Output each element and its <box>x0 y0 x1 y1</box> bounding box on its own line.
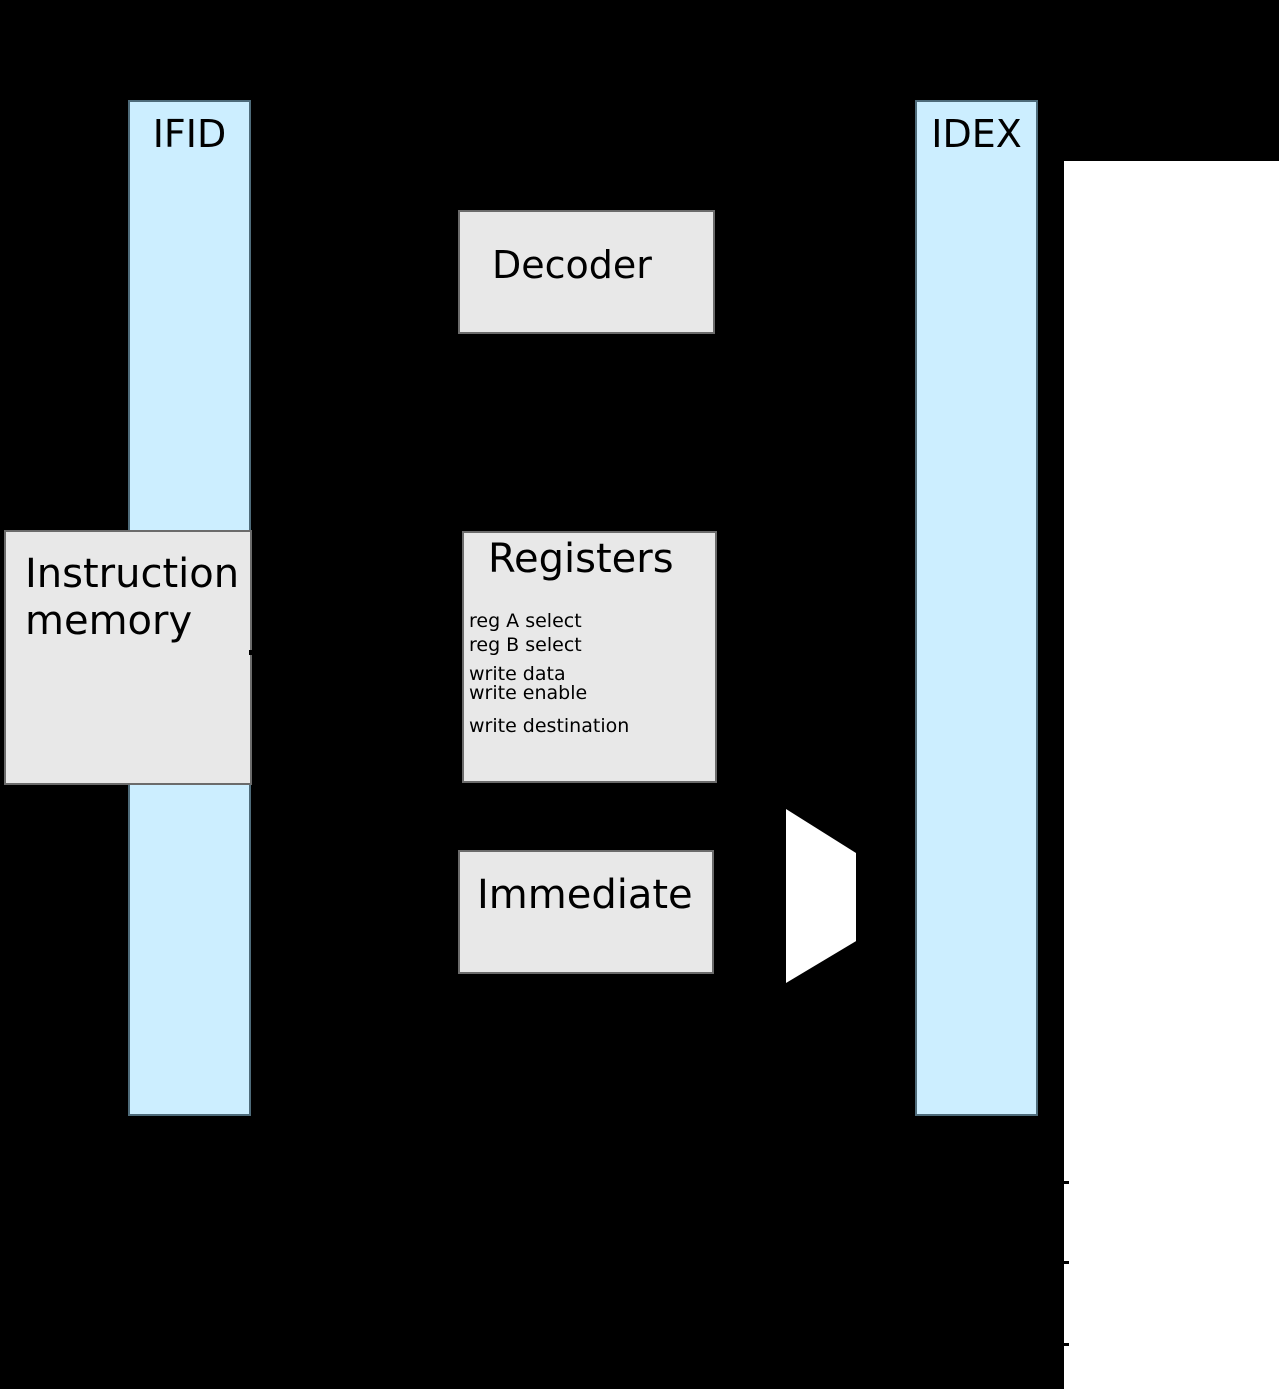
decoder-label: Decoder <box>492 243 652 287</box>
immediate-label: Immediate <box>477 872 693 918</box>
wire-stub <box>1064 1343 1069 1346</box>
right-white-panel <box>1064 161 1279 1389</box>
registers-label: Registers <box>488 536 674 582</box>
instruction-memory-block: Instruction memory <box>4 530 252 785</box>
port-label-write-data: write data <box>469 663 566 685</box>
port-label-reg-b-select: reg B select <box>469 634 582 656</box>
instruction-memory-label: Instruction memory <box>25 551 240 645</box>
idex-label: IDEX <box>931 112 1022 156</box>
port-label-write-enable: write enable <box>469 682 588 704</box>
port-label-reg-a-select: reg A select <box>469 610 582 632</box>
wire-stub <box>1064 1181 1069 1184</box>
ifid-label: IFID <box>152 112 227 156</box>
decoder-block: Decoder <box>458 210 715 334</box>
wire-stub <box>1064 1261 1069 1264</box>
port-label-write-destination: write destination <box>469 715 630 737</box>
mux-shape <box>786 809 856 983</box>
immediate-block: Immediate <box>458 850 714 974</box>
wire-stub <box>249 650 254 655</box>
registers-block: Registers reg A select reg B select writ… <box>462 531 717 783</box>
idex-pipeline-register-bar: IDEX <box>915 100 1038 1116</box>
